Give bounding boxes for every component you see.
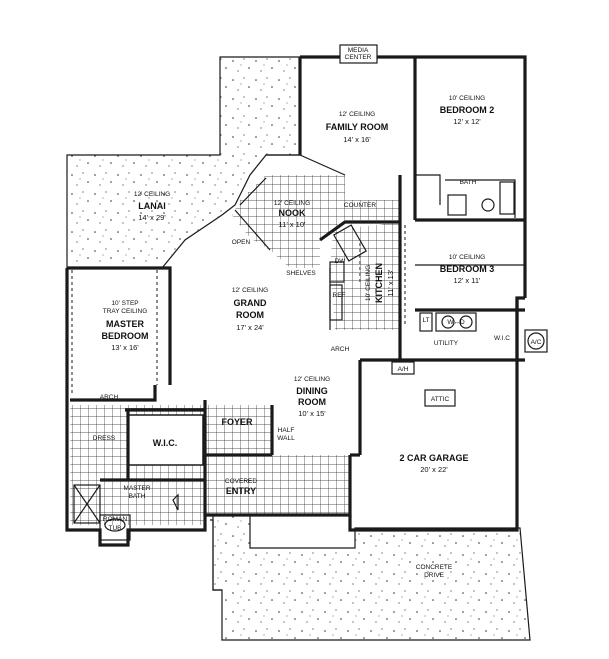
fixtures [71,44,548,591]
grand-room-name-2: ROOM [236,310,264,320]
bedroom3-dims: 12' x 11' [454,276,481,285]
washer-dryer-label: W↔D [447,319,465,326]
counter-label: COUNTER [344,202,376,209]
open-label: OPEN [232,239,251,246]
bath-label: BATH [460,179,477,186]
wic-floor [127,414,204,466]
kitchen-name: KITCHEN [374,263,384,303]
dining-room-ceiling: 12' CEILING [294,376,330,383]
family-room-name: FAMILY ROOM [326,122,389,132]
drive-label-1: CONCRETE [416,564,453,571]
bedroom3-ceiling: 10' CEILING [449,254,485,261]
foyer-label: FOYER [221,417,253,427]
bedroom2-dims: 12' x 12' [453,117,481,126]
kitchen-tile [330,222,400,330]
grand-room-name-1: GRAND [234,298,267,308]
bedroom3-name: BEDROOM 3 [440,264,495,274]
master-bedroom-dims: 13' x 16' [111,343,139,352]
nook-tile [232,175,400,268]
wic-label: W.I.C. [153,438,178,448]
dining-room-name-2: ROOM [298,397,326,407]
covered-entry-label-1: COVERED [225,478,257,485]
roman-tub-label-2: TUB [109,525,122,532]
lanai-ceiling: 12' CEILING [134,191,170,198]
half-wall-label-1: HALF [278,427,295,434]
ac-label: A/C [531,339,542,346]
half-wall-label-2: WALL [277,435,295,442]
kitchen-dims: 11' x 13' [386,269,395,296]
kitchen-ceiling: 10' CEILING [365,265,372,301]
master-bedroom-ceiling-1: 10' STEP [111,300,138,307]
linen-label: LT [422,317,429,324]
foyer-tile [205,405,272,455]
covered-entry-label-2: ENTRY [226,486,256,496]
utility-label: UTILITY [434,340,459,347]
bedroom2-ceiling: 10' CEILING [449,95,485,102]
media-center-label-2: CENTER [345,54,372,61]
room-labels: MEDIA CENTER 12' CEILING LANAI 14' x 29'… [93,47,542,579]
arch-dining-label: ARCH [331,346,350,353]
master-bath-label-1: MASTER [123,485,150,492]
master-bedroom-ceiling-2: TRAY CEILING [103,308,148,315]
attic-label: ATTIC [431,396,450,403]
nook-dims: 11' x 10' [279,220,306,229]
dining-room-name-1: DINING [296,386,328,396]
family-room-dims: 14' x 16' [343,135,371,144]
grand-room-dims: 17' x 24' [236,323,264,332]
garage-name: 2 CAR GARAGE [399,453,468,463]
nook-name: NOOK [279,208,307,218]
master-bedroom-name-2: BEDROOM [102,331,149,341]
concrete-drive [212,514,531,641]
ah-label: A/H [398,366,409,373]
shelves-label: SHELVES [286,270,316,277]
garage-dims: 20' x 22' [420,465,448,474]
covered-entry-tile [205,455,350,515]
ref-label: REF [333,292,346,299]
bedroom2-name: BEDROOM 2 [440,105,495,115]
dining-room-dims: 10' x 15' [298,409,326,418]
drive-label-2: DRIVE [424,572,445,579]
roman-tub-label-1: ROMAN [103,516,128,523]
nook-ceiling: 12' CEILING [274,200,310,207]
exterior-walls [65,55,527,547]
media-center-label-1: MEDIA [348,47,369,54]
arch-master-label: ARCH [100,394,119,401]
interior-walls [70,57,525,515]
wic-small-label: W.I.C [494,335,510,342]
master-bedroom-name-1: MASTER [106,319,145,329]
lanai-dims: 14' x 29' [138,213,166,222]
grand-room-ceiling: 12' CEILING [232,287,268,294]
dw-label: DW [335,258,347,265]
dress-label: DRESS [93,435,116,442]
lanai-name: LANAI [138,201,166,211]
master-bath-label-2: BATH [129,493,146,500]
family-room-ceiling: 12' CEILING [339,111,375,118]
